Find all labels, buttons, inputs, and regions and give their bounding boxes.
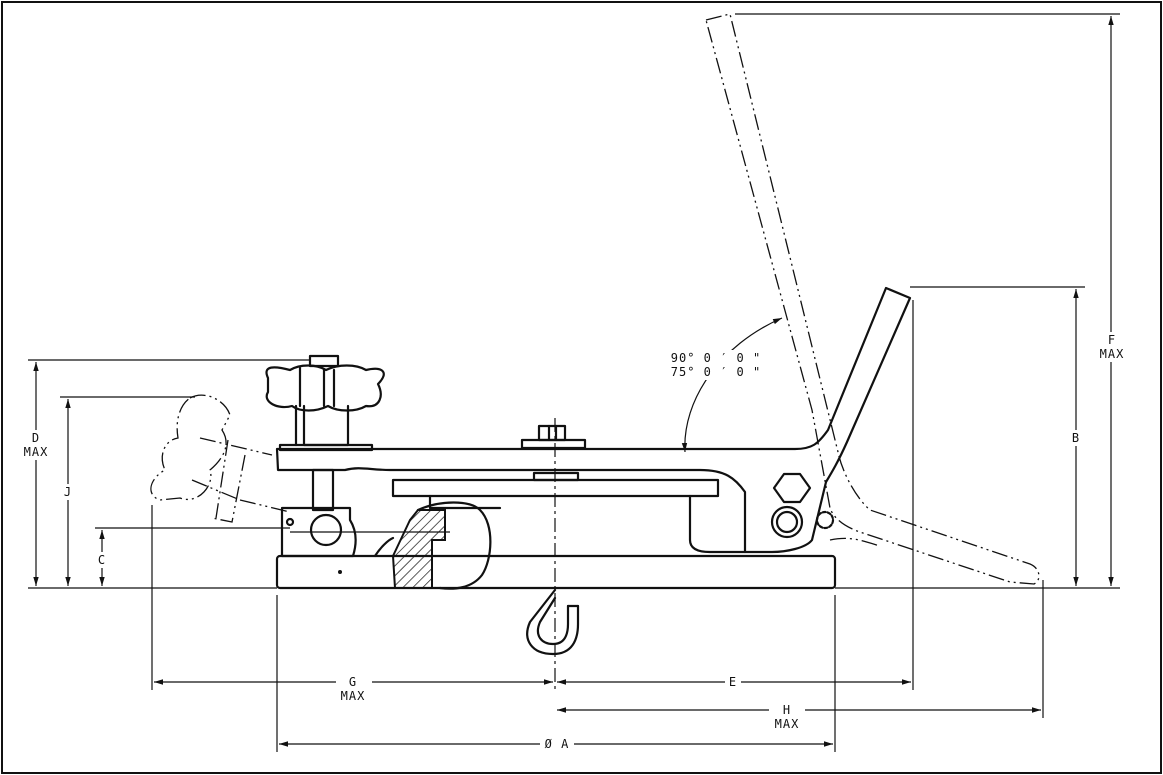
phantom-knob-tilted [150,394,231,501]
pivot-pin [770,505,804,539]
base-plate [275,554,837,590]
clamp-knob [265,354,385,452]
dim-h-max: MAX [775,717,800,731]
dim-j-label: J [64,485,72,499]
dim-b-label: B [1072,431,1080,445]
upper-arm [275,286,912,554]
dim-d-max: MAX [24,445,49,459]
dim-g-max: MAX [341,689,366,703]
lifting-hook [526,588,580,656]
dim-f-label: F [1108,333,1116,347]
dim-d-label: D [32,431,40,445]
phantom-lever-raised [705,13,1040,585]
dim-g-label: G [349,675,357,689]
dim-c-label: C [98,553,106,567]
base-pin-hole [338,570,342,574]
dim-h-label: H [783,703,791,717]
angle-label-90: 90° 0 ′ 0 " [671,351,761,365]
angle-arc [681,317,783,453]
sectioned-jaw [391,509,446,589]
angle-label-75: 75° 0 ′ 0 " [671,365,761,379]
press-body [265,286,912,690]
pivot-hex-nut [772,472,812,504]
clevis-block [280,506,357,558]
dim-f-max: MAX [1100,347,1125,361]
dim-a-label: Ø A [545,737,570,751]
platen-hub [532,471,580,482]
dim-e-label: E [729,675,737,689]
phantom-positions [150,13,1040,585]
top-nut [537,424,567,442]
dimension-labels: D MAX J C B F MAX G MAX E H MAX Ø A 90° … [20,332,1129,752]
